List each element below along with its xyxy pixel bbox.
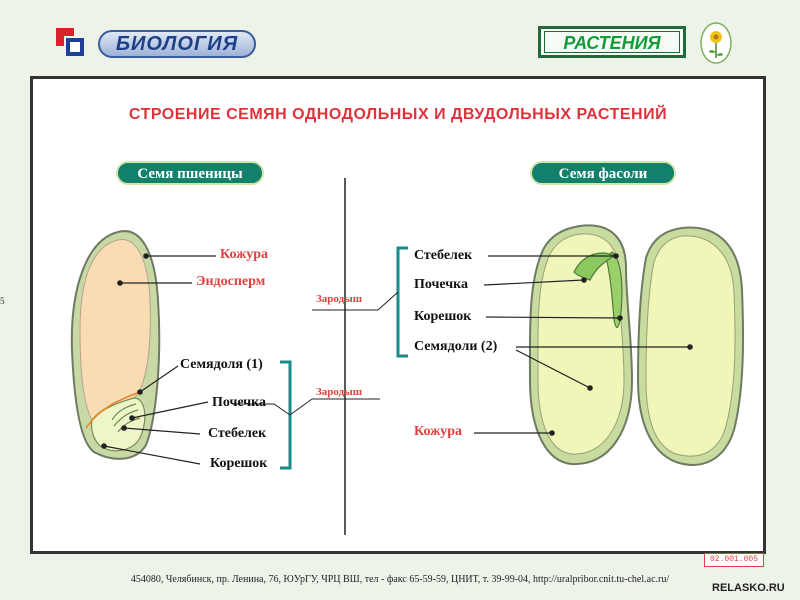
wheat-label-bud: Почечка bbox=[212, 395, 267, 410]
wheat-scutellum-line bbox=[85, 391, 141, 429]
wheat-label-stem: Стебелек bbox=[208, 426, 267, 441]
bean-label-coat: Кожура bbox=[414, 424, 463, 439]
footer-address: 454080, Челябинск, пр. Ленина, 76, ЮУрГУ… bbox=[130, 574, 670, 585]
bean-label-root: Корешок bbox=[414, 309, 472, 324]
bean-embryo-bud bbox=[573, 252, 616, 281]
wheat-embryo-pointer bbox=[232, 403, 291, 416]
section-badge: РАСТЕНИЯ bbox=[538, 26, 686, 58]
bean-embryo-label: Зародыш bbox=[316, 293, 363, 305]
bean-label-stem: Стебелек bbox=[414, 248, 473, 263]
wheat-label-root: Корешок bbox=[210, 456, 268, 471]
section-label: РАСТЕНИЯ bbox=[544, 31, 680, 53]
edge-mark: 5 bbox=[0, 296, 5, 306]
page-title: СТРОЕНИЕ СЕМЯН ОДНОДОЛЬНЫХ И ДВУДОЛЬНЫХ … bbox=[128, 106, 668, 123]
wheat-embryo-bracket bbox=[280, 360, 292, 470]
bean-embryo-bracket bbox=[396, 246, 408, 358]
wheat-bud bbox=[111, 403, 141, 433]
wheat-embryo bbox=[90, 397, 146, 452]
bean-embryo-stem bbox=[605, 251, 623, 329]
wheat-embryo-label: Зародыш bbox=[316, 386, 363, 398]
bean-heading: Семя фасоли bbox=[530, 161, 676, 185]
bean-label-bud: Почечка bbox=[414, 277, 469, 292]
watermark: RELASKO.RU bbox=[712, 582, 785, 594]
publisher-logo-icon bbox=[56, 28, 84, 56]
wheat-label-cotyledon: Семядоля (1) bbox=[180, 357, 263, 372]
wheat-label-endosperm: Эндосперм bbox=[196, 274, 266, 289]
flower-icon bbox=[700, 22, 732, 64]
poster-code: 02.001.005 bbox=[704, 553, 764, 567]
subject-badge: БИОЛОГИЯ bbox=[98, 30, 256, 58]
bean-label-cotyledons: Семядоли (2) bbox=[414, 339, 498, 354]
wheat-heading: Семя пшеницы bbox=[116, 161, 264, 185]
wheat-label-coat: Кожура bbox=[220, 247, 269, 262]
